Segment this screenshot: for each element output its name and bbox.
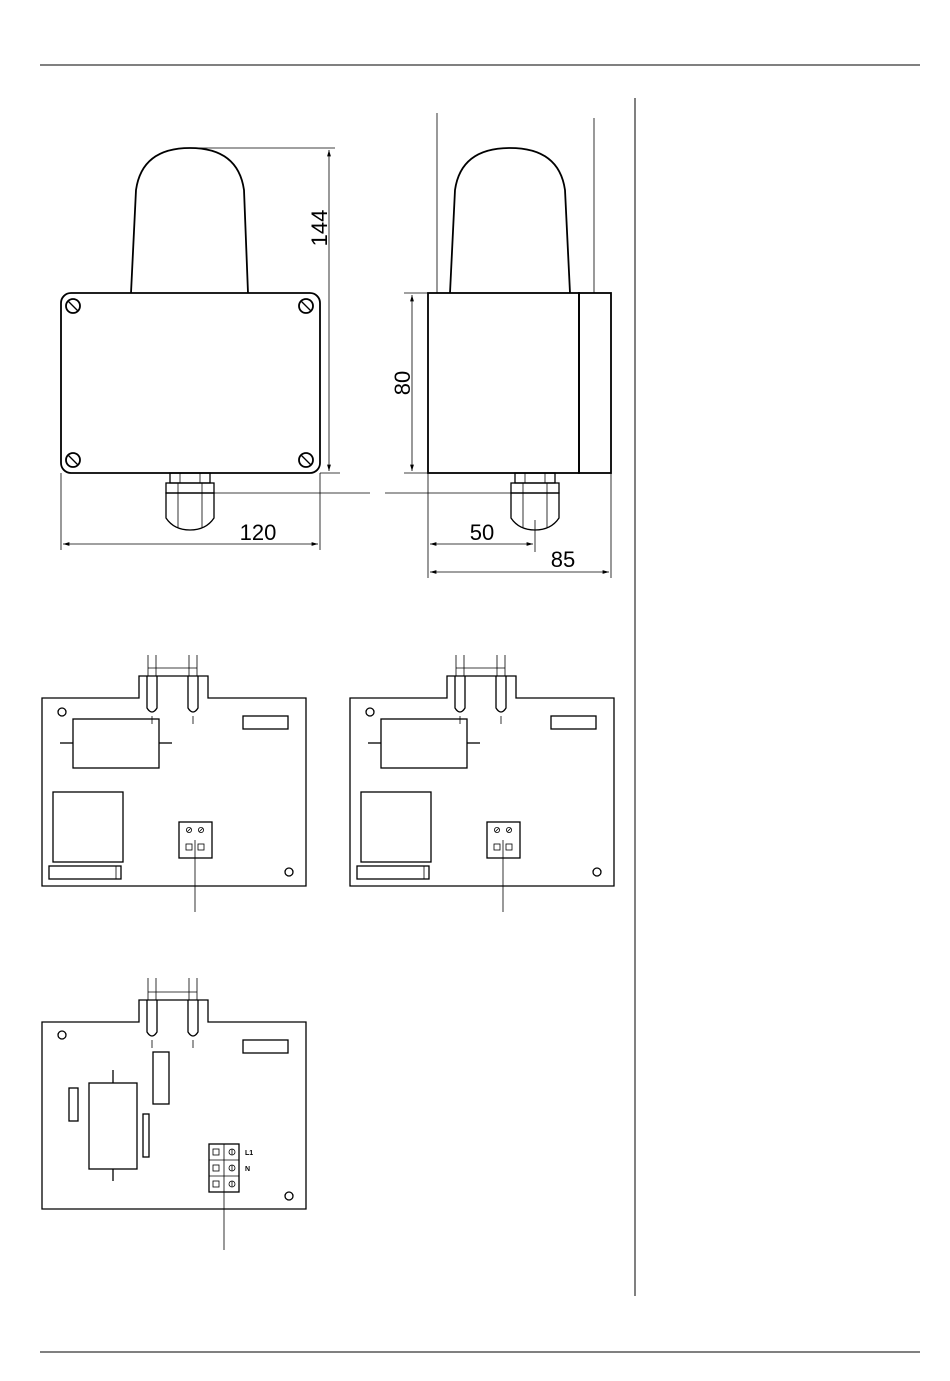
circuit-board-3: L1 N <box>42 978 306 1250</box>
circuit-board-2 <box>350 655 614 912</box>
lamp-dome-side <box>450 148 570 293</box>
lid-side <box>579 293 611 473</box>
terminal-label-l1: L1 <box>245 1150 253 1157</box>
housing-side <box>428 293 579 473</box>
screw-icon <box>66 299 80 313</box>
screw-icon <box>299 299 313 313</box>
cable-gland-front <box>166 473 214 530</box>
terminal-label-n: N <box>245 1166 250 1173</box>
front-view: 144 120 <box>61 148 370 550</box>
dim-label-80: 80 <box>390 371 415 395</box>
screw-icon <box>299 453 313 467</box>
dim-label-120: 120 <box>240 520 277 545</box>
screw-icon <box>66 453 80 467</box>
dim-label-85: 85 <box>551 547 575 572</box>
housing-front <box>61 293 320 473</box>
side-view: 80 50 85 <box>385 113 611 578</box>
dim-label-144: 144 <box>307 210 332 247</box>
lamp-dome <box>131 148 248 293</box>
circuit-board-1 <box>42 655 306 912</box>
dim-label-50: 50 <box>470 520 494 545</box>
